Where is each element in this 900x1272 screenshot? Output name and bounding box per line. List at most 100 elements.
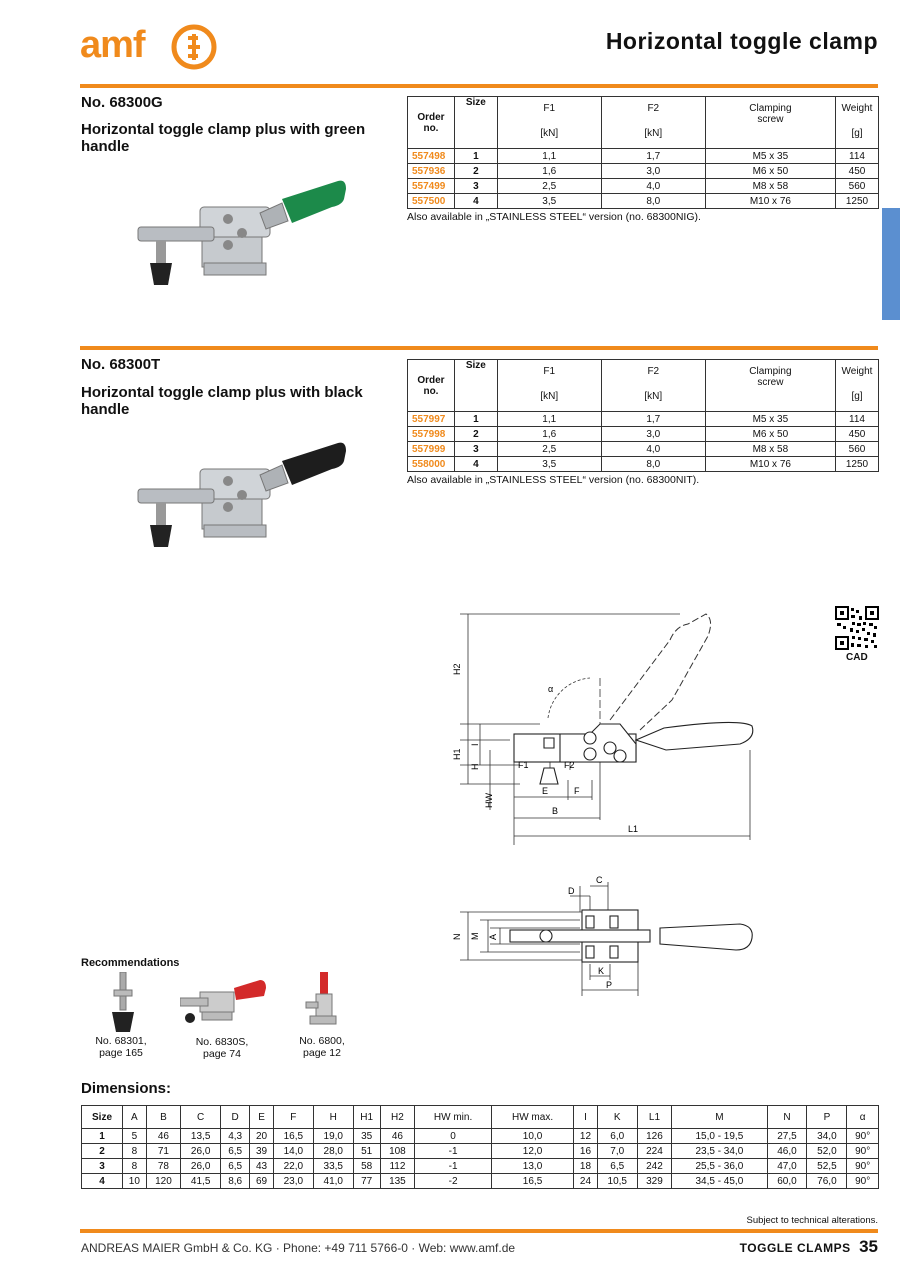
label-k: K — [598, 966, 604, 976]
dim-header-cell: F — [272, 1105, 314, 1129]
order-number-link[interactable]: 557498 — [407, 148, 455, 164]
section-name: TOGGLE CLAMPS — [739, 1241, 851, 1255]
dim-cell: -1 — [414, 1143, 492, 1159]
spec-table-68300G: Order no. Size F1[kN] F2[kN] Clamping sc… — [407, 96, 879, 209]
stainless-note: Also available in „STAINLESS STEEL“ vers… — [407, 211, 701, 223]
dim-cell: 19,0 — [312, 1128, 354, 1144]
dim-header-cell: α — [846, 1105, 879, 1129]
dim-cell: 12,0 — [490, 1143, 575, 1159]
dim-cell: 90° — [846, 1173, 879, 1189]
dim-header-cell: A — [122, 1105, 147, 1129]
dim-cell: 41,5 — [180, 1173, 222, 1189]
clamp-photo-black — [137, 442, 346, 547]
spec-cell-size: 3 — [453, 441, 498, 457]
col-screw: Clamping screw — [704, 359, 837, 412]
order-number-link[interactable]: 557999 — [407, 441, 455, 457]
rec-label-line: page 165 — [99, 1047, 143, 1059]
recommendation-image-6800[interactable] — [304, 972, 340, 1032]
order-number-link[interactable]: 557936 — [407, 163, 455, 179]
dim-header-cell: H2 — [379, 1105, 416, 1129]
qr-code-icon[interactable] — [835, 606, 879, 650]
dim-header-cell: Size — [80, 1105, 124, 1129]
order-number-link[interactable]: 557998 — [407, 426, 455, 442]
dim-cell: 52,5 — [806, 1158, 848, 1174]
logo-text: amf — [80, 24, 146, 66]
dim-cell: 39 — [249, 1143, 274, 1159]
stainless-note: Also available in „STAINLESS STEEL“ vers… — [407, 474, 700, 486]
dim-cell: 90° — [846, 1128, 879, 1144]
spec-cell-weight: 450 — [835, 163, 879, 179]
product-description: Horizontal toggle clamp plus with black … — [81, 384, 363, 418]
col-weight: Weight[g] — [835, 96, 879, 149]
spec-cell-f1: 2,5 — [496, 178, 602, 194]
dim-cell: 135 — [379, 1173, 416, 1189]
label-b: B — [552, 806, 558, 816]
recommendation-image-68301[interactable] — [108, 972, 138, 1034]
label-n: N — [452, 934, 462, 941]
dim-header-cell: N — [766, 1105, 808, 1129]
spec-cell-f1: 1,1 — [496, 411, 602, 427]
spec-cell-f1: 1,6 — [496, 163, 602, 179]
spec-cell-size: 1 — [453, 148, 498, 164]
side-tab[interactable] — [882, 208, 900, 320]
dim-cell: 6,0 — [596, 1128, 638, 1144]
dim-cell: 10,5 — [596, 1173, 638, 1189]
spec-cell-screw: M6 x 50 — [704, 426, 837, 442]
dim-cell: 46 — [379, 1128, 416, 1144]
spec-cell-size: 3 — [453, 178, 498, 194]
dim-cell: 23,0 — [272, 1173, 314, 1189]
footer-rule — [80, 1229, 878, 1233]
order-number-link[interactable]: 557500 — [407, 193, 455, 209]
spec-cell-f1: 3,5 — [496, 193, 602, 209]
order-number-link[interactable]: 557499 — [407, 178, 455, 194]
dim-cell: 120 — [145, 1173, 182, 1189]
spec-cell-weight: 560 — [835, 441, 879, 457]
spec-cell-f1: 3,5 — [496, 456, 602, 472]
dim-cell: 60,0 — [766, 1173, 808, 1189]
order-number-link[interactable]: 558000 — [407, 456, 455, 472]
recommendation-link-68301[interactable]: No. 68301, page 165 — [76, 1035, 166, 1059]
recommendation-image-6830S[interactable] — [180, 978, 268, 1030]
dim-cell: 78 — [145, 1158, 182, 1174]
order-number-link[interactable]: 557997 — [407, 411, 455, 427]
recommendation-link-6830S[interactable]: No. 6830S, page 74 — [177, 1036, 267, 1060]
dim-cell: 8 — [122, 1143, 147, 1159]
label-l1: L1 — [628, 824, 638, 834]
dim-cell: 8 — [122, 1158, 147, 1174]
dim-cell: 14,0 — [272, 1143, 314, 1159]
spec-cell-weight: 1250 — [835, 456, 879, 472]
recommendation-link-6800[interactable]: No. 6800, page 12 — [277, 1035, 367, 1059]
spec-cell-weight: 450 — [835, 426, 879, 442]
spec-cell-f1: 1,6 — [496, 426, 602, 442]
dim-header-cell: H — [312, 1105, 354, 1129]
dim-cell: 5 — [122, 1128, 147, 1144]
dim-cell: 18 — [573, 1158, 598, 1174]
dim-cell: 3 — [80, 1158, 124, 1174]
spec-cell-size: 4 — [453, 456, 498, 472]
dim-cell: 24 — [573, 1173, 598, 1189]
dim-cell: 8,6 — [220, 1173, 251, 1189]
dim-cell: 6,5 — [596, 1158, 638, 1174]
dim-cell: 7,0 — [596, 1143, 638, 1159]
dim-cell: 20 — [249, 1128, 274, 1144]
dim-cell: 52,0 — [806, 1143, 848, 1159]
dim-header-cell: HW max. — [490, 1105, 575, 1129]
qr-label: CAD — [846, 652, 868, 663]
dim-cell: 46,0 — [766, 1143, 808, 1159]
dim-cell: 35 — [352, 1128, 381, 1144]
dim-cell: 1 — [80, 1128, 124, 1144]
label-h1: H1 — [452, 748, 462, 760]
spec-cell-f2: 3,0 — [600, 163, 706, 179]
dim-cell: 23,5 - 34,0 — [671, 1143, 768, 1159]
dim-cell: 13,0 — [490, 1158, 575, 1174]
side-view-drawing: H2 α I H1 H HW F1 F2 E F B L1 — [452, 613, 754, 845]
dim-cell: 26,0 — [180, 1143, 222, 1159]
dim-header-cell: HW min. — [414, 1105, 492, 1129]
